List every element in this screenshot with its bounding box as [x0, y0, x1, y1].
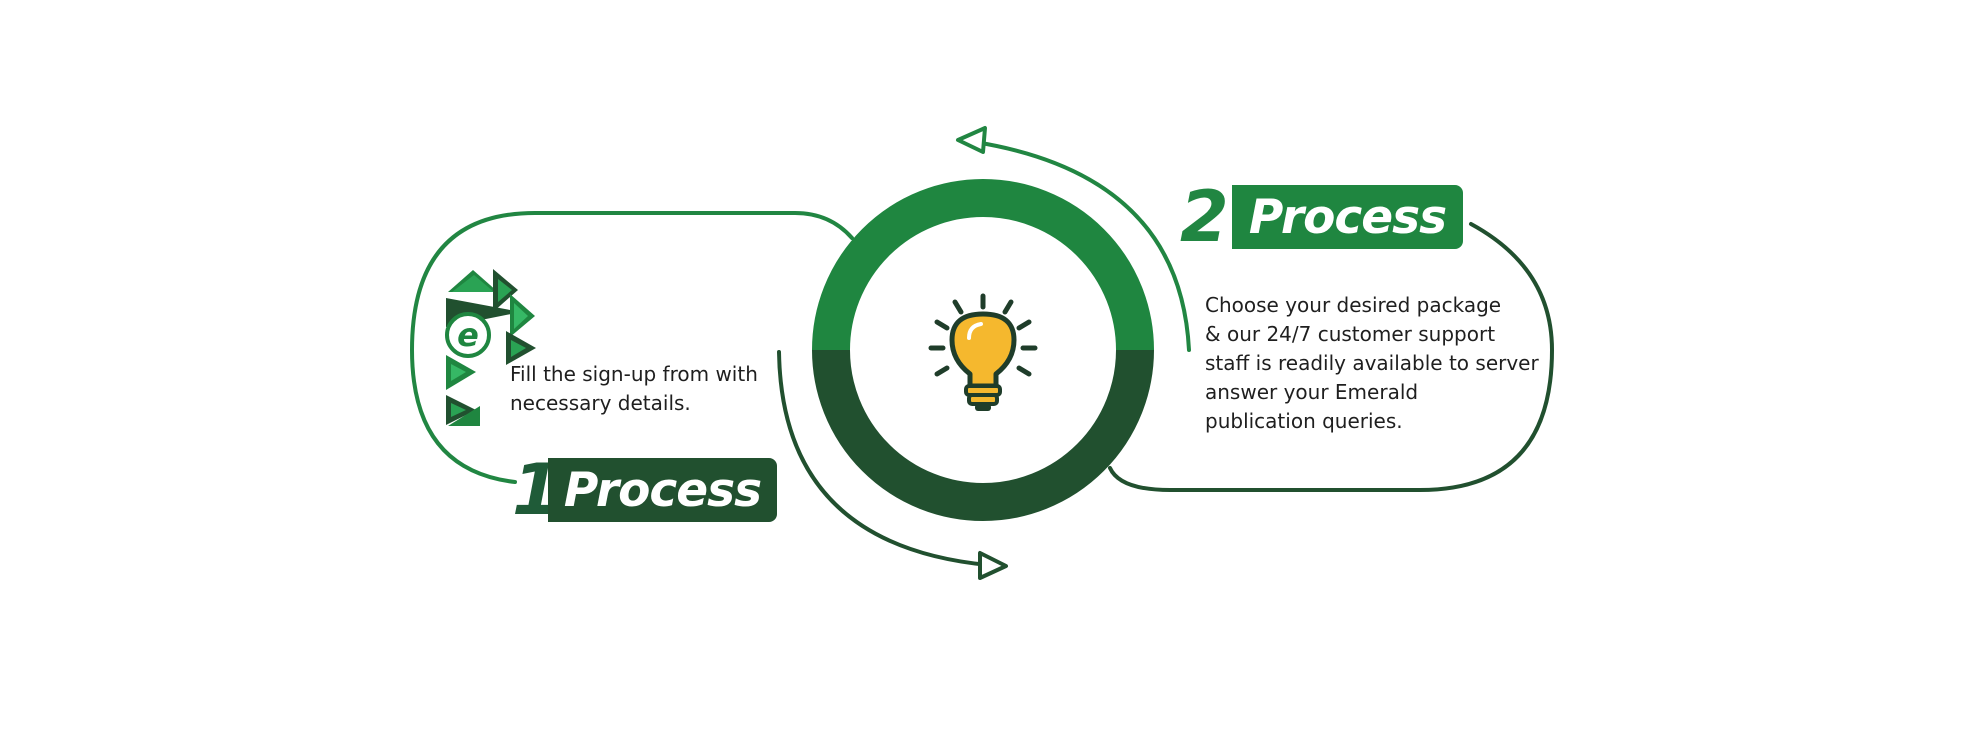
center-ring [812, 179, 1154, 521]
step2-description-line: Choose your desired package [1205, 293, 1502, 317]
svg-text:e: e [457, 316, 479, 354]
top-arrowhead [956, 126, 987, 154]
step1-frame [409, 211, 854, 484]
bottom-arrowhead [978, 551, 1008, 580]
step2-description-line: & our 24/7 customer support [1205, 322, 1496, 346]
step2-description-line: staff is readily available to server [1205, 351, 1539, 375]
step1-banner: 1 Process [512, 454, 777, 526]
step2-description-line: publication queries. [1205, 409, 1403, 433]
ring-top-half [812, 179, 1154, 351]
step2-banner: 2 Process [1180, 181, 1463, 253]
step2-description: Choose your desired package & our 24/7 c… [1205, 291, 1555, 436]
step1-description-line: necessary details. [510, 391, 691, 415]
top-arc-arrow [973, 140, 1191, 352]
emerald-triangle-logo-icon: e [445, 269, 536, 426]
step2-frame [1108, 222, 1555, 492]
bottom-arc-arrow [777, 350, 990, 567]
lightbulb-icon [928, 293, 1038, 411]
step1-description-line: Fill the sign-up from with [510, 362, 758, 386]
ring-bottom-half [812, 349, 1154, 521]
step1-label: Process [548, 458, 777, 522]
step2-number: 2 [1180, 176, 1229, 258]
step2-label: Process [1232, 185, 1463, 249]
step1-description: Fill the sign-up from with necessary det… [510, 360, 810, 418]
step2-description-line: answer your Emerald [1205, 380, 1419, 404]
